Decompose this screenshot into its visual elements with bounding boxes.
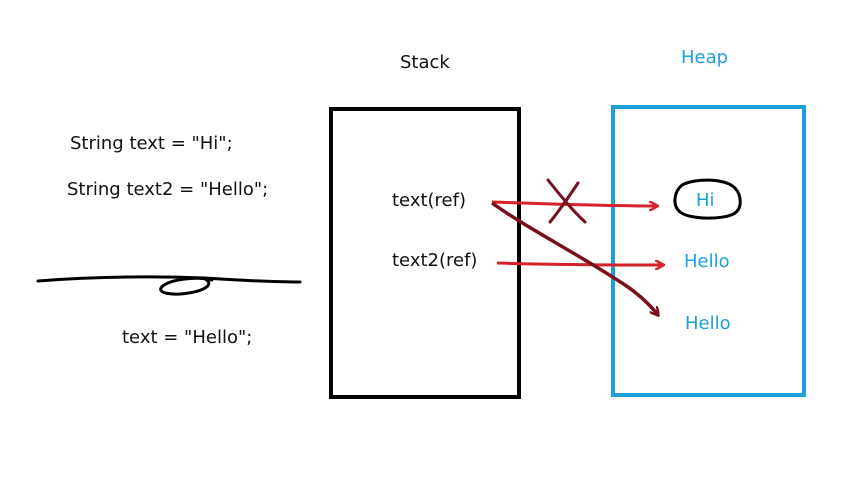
stack-entry-text2: text2(ref) <box>392 250 477 271</box>
stack-box <box>329 107 521 399</box>
arrow-text2-to-hello <box>496 263 663 265</box>
cross-mark <box>546 178 587 224</box>
stack-title: Stack <box>400 52 450 73</box>
heap-entry-hello-1: Hello <box>684 251 730 272</box>
hi-circle <box>673 178 742 220</box>
divider-loop <box>159 276 214 296</box>
heap-entry-hi: Hi <box>696 190 715 211</box>
heap-title: Heap <box>681 47 728 68</box>
code-line-2: String text2 = "Hello"; <box>67 179 268 200</box>
arrow-text-to-hi <box>491 200 657 206</box>
code-line-1: String text = "Hi"; <box>70 133 233 154</box>
stack-entry-text: text(ref) <box>392 190 466 211</box>
code-line-3: text = "Hello"; <box>122 327 252 348</box>
heap-box <box>611 105 806 397</box>
heap-entry-hello-2: Hello <box>685 313 731 334</box>
arrow-text-to-new-hello <box>490 201 658 315</box>
